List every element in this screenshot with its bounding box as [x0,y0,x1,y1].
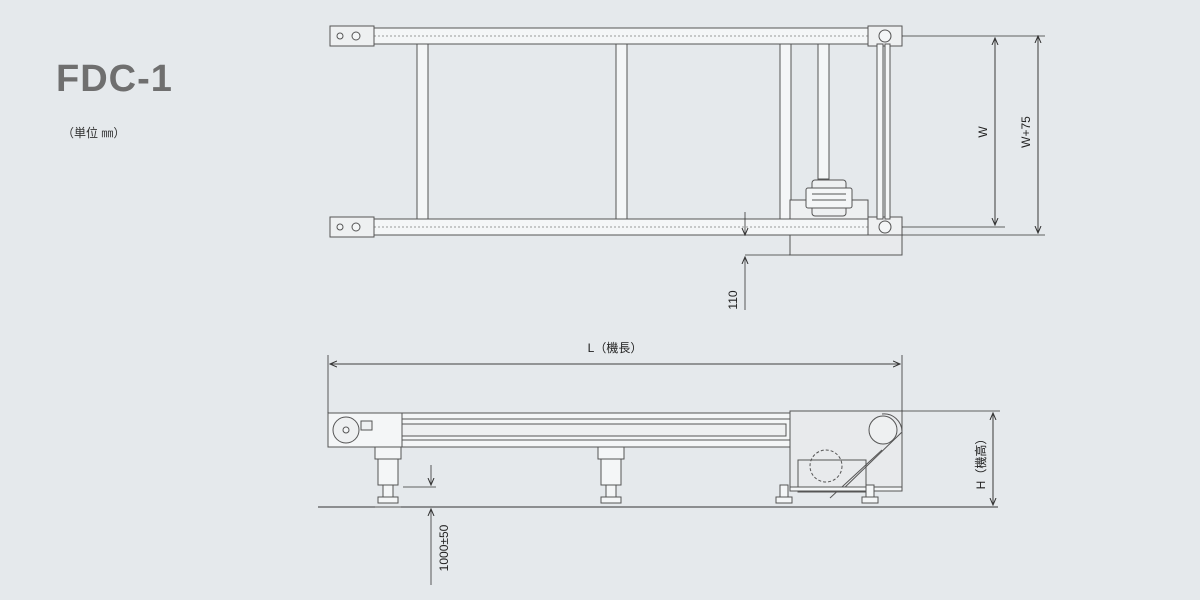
side-view [318,410,998,508]
leg-1 [374,446,402,508]
cross-member-3 [779,43,792,220]
drive-housing-top [789,234,903,256]
dim-w-plus-label: W+75 [1019,116,1033,148]
top-view [329,25,903,256]
cross-member-2 [615,43,628,220]
leg-3 [775,484,879,504]
cross-member-1 [416,43,429,220]
top-view-dimensions [745,36,1045,310]
model-title: FDC-1 [56,58,173,100]
unit-note: （単位 ㎜） [62,126,126,140]
leg-2 [597,446,625,504]
drive-sprocket [809,449,843,483]
dim-offset-label: 110 [726,290,740,309]
side-view-dimensions [327,355,1000,585]
dim-height-label: H（機高） [973,433,988,490]
dim-w-label: W [976,126,990,138]
dim-length-label: L（機長） [588,340,643,355]
dim-leg-height-label: 1000±50 [437,524,451,571]
